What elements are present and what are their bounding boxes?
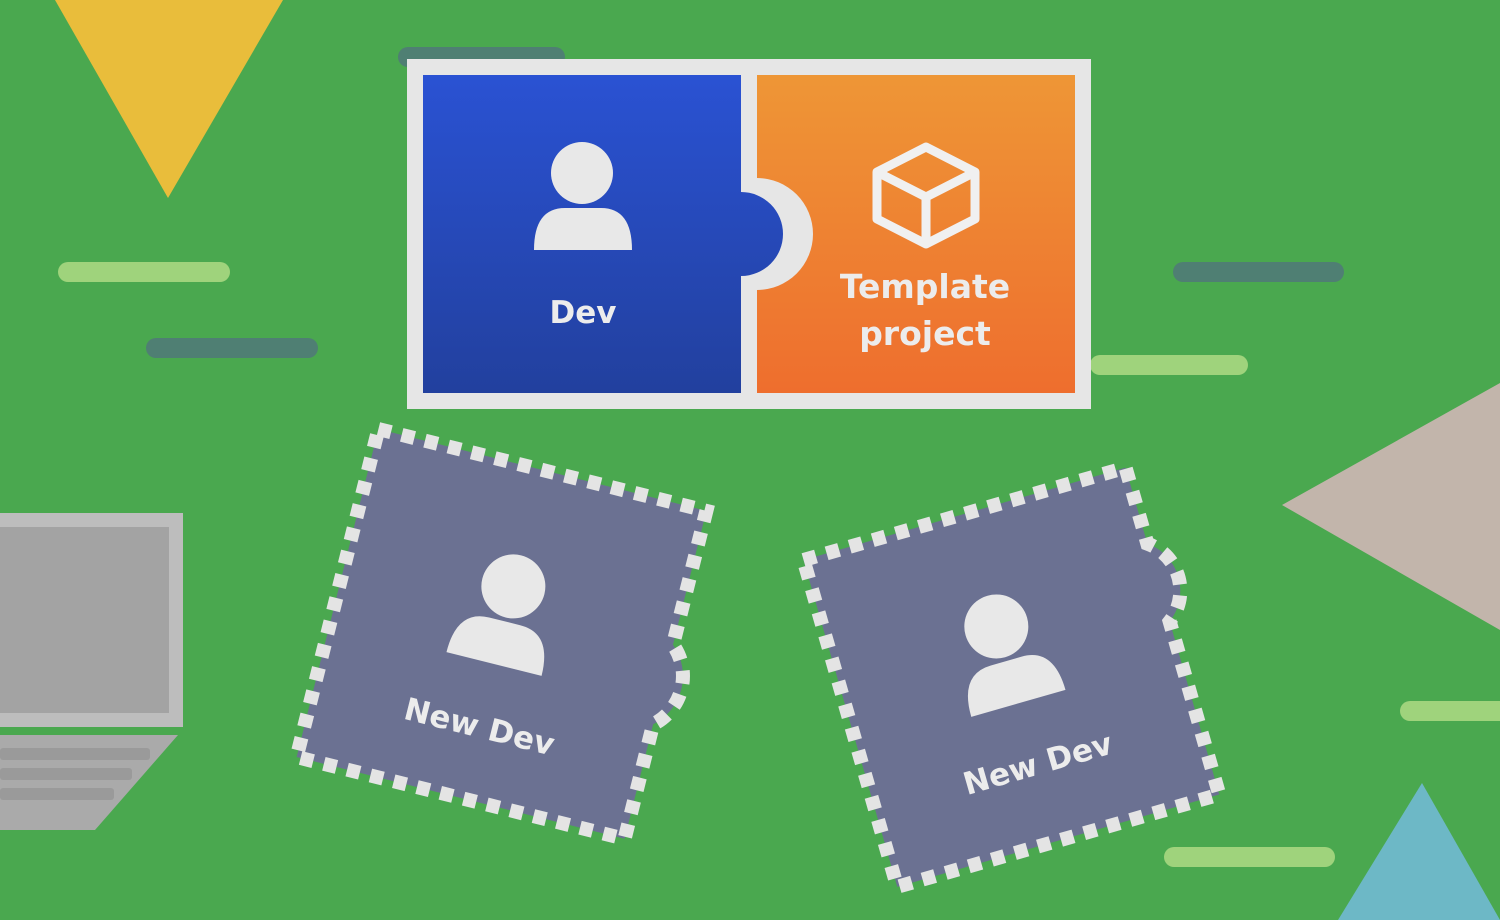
decorative-dashes (58, 47, 1500, 867)
user-icon (964, 594, 1066, 717)
yellow-triangle (55, 0, 283, 198)
dev-label: Dev (550, 295, 617, 331)
template-label-line1: Template (840, 267, 1010, 306)
template-label-line2: project (859, 314, 991, 353)
cube-icon (872, 142, 980, 249)
new-dev-piece-left: New Dev (288, 420, 715, 848)
user-icon (534, 142, 632, 250)
user-icon (446, 554, 546, 676)
laptop-illustration (0, 513, 183, 830)
assembled-puzzle: Dev Template project (407, 59, 1091, 409)
blue-triangle (1338, 783, 1500, 920)
taupe-triangle (1282, 383, 1500, 630)
new-dev-piece-right: New Dev (794, 459, 1228, 896)
